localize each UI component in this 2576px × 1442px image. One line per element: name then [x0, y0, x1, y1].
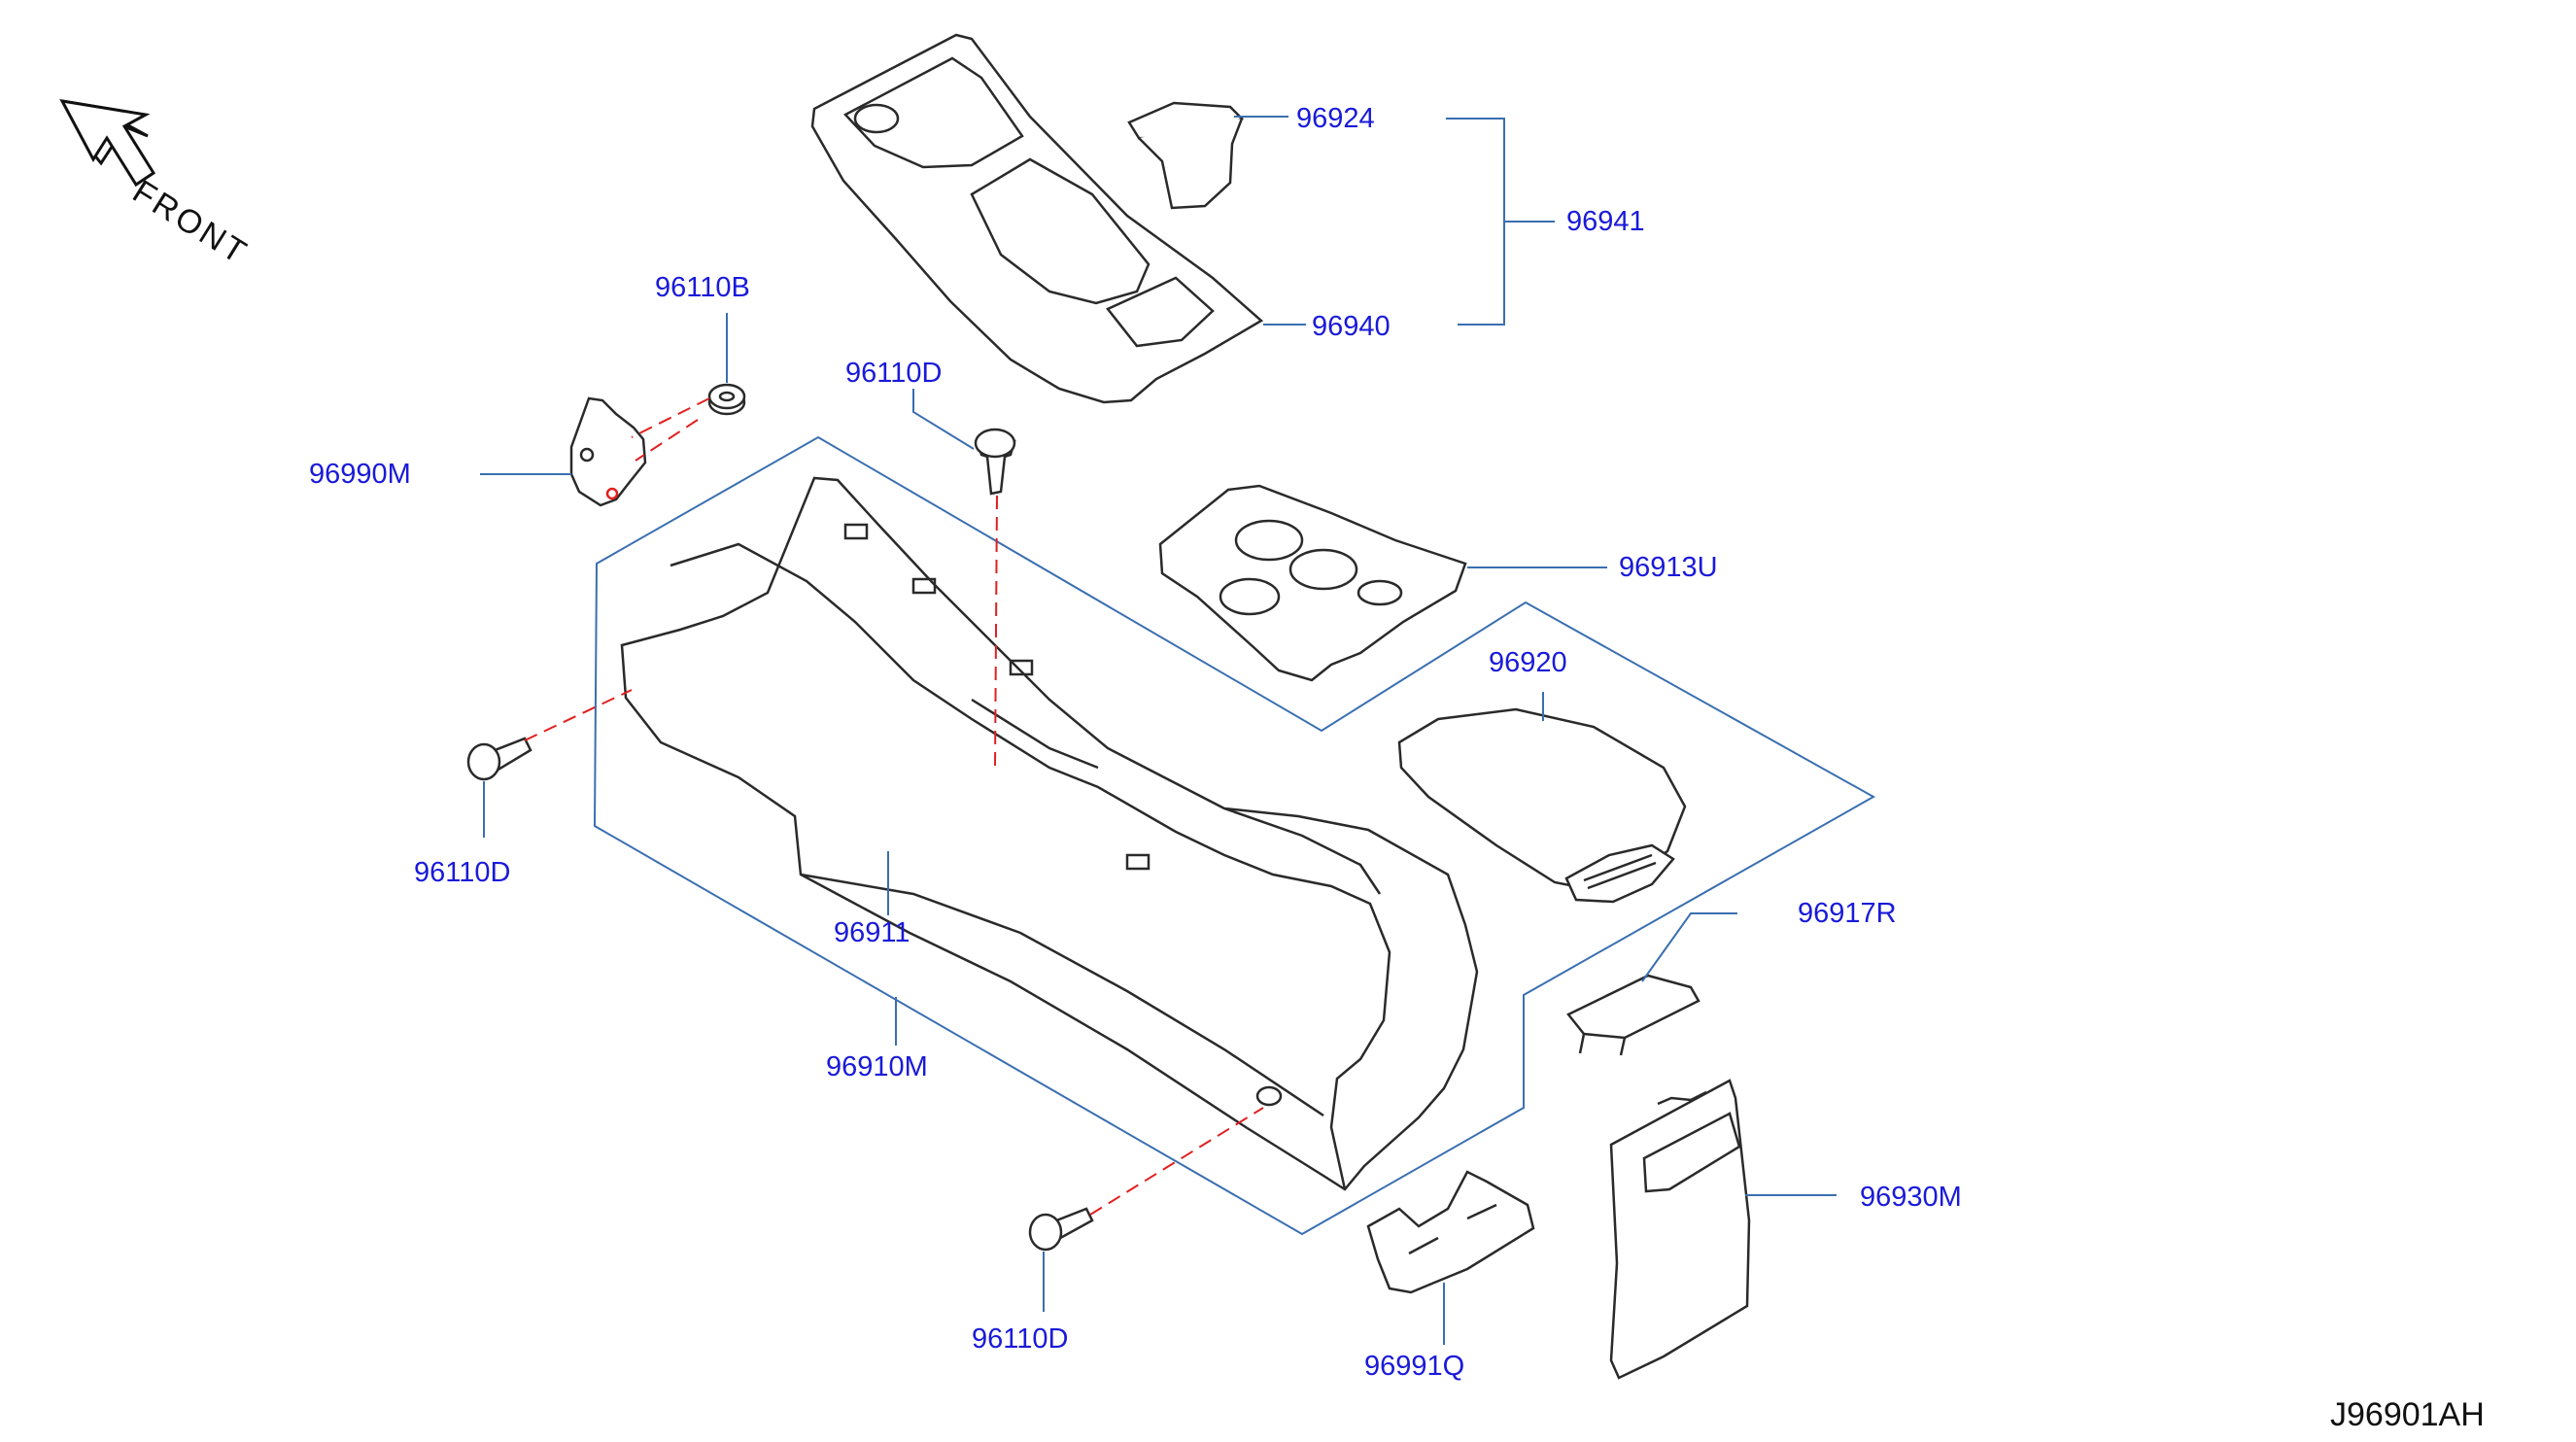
- label-96110b[interactable]: 96110B: [655, 272, 750, 303]
- group-bracket-96941: [1446, 118, 1555, 326]
- label-96913u[interactable]: 96913U: [1619, 552, 1718, 583]
- front-arrow-icon: [59, 99, 156, 188]
- cut-lines: [524, 397, 1264, 1216]
- part-96911-console-body[interactable]: [620, 476, 1479, 1191]
- part-96913u-cup-holder[interactable]: [1158, 484, 1467, 682]
- part-96940-finisher[interactable]: [810, 33, 1264, 404]
- label-96911[interactable]: 96911: [834, 917, 910, 948]
- part-96110d-clip-left[interactable]: [466, 737, 532, 781]
- label-96110d-bottom[interactable]: 96110D: [972, 1323, 1069, 1355]
- label-96924[interactable]: 96924: [1296, 103, 1375, 134]
- part-96990m-bracket[interactable]: [569, 396, 647, 507]
- label-96941[interactable]: 96941: [1566, 206, 1645, 237]
- label-96110d-left[interactable]: 96110D: [414, 857, 511, 888]
- part-96110d-clip-top[interactable]: [974, 428, 1016, 496]
- assembly-outline-96910m: [593, 435, 1876, 1236]
- part-96110d-clip-bottom[interactable]: [1028, 1207, 1094, 1252]
- part-96991q-bracket[interactable]: [1366, 1170, 1535, 1294]
- part-96930m-rear-finisher[interactable]: [1609, 1079, 1751, 1380]
- label-96920[interactable]: 96920: [1489, 647, 1567, 678]
- label-96917r[interactable]: 96917R: [1798, 898, 1897, 929]
- label-96991q[interactable]: 96991Q: [1364, 1351, 1465, 1382]
- part-96110b-nut[interactable]: [707, 383, 746, 416]
- part-96924-insert[interactable]: [1127, 101, 1245, 210]
- drawing-code: J96901AH: [2330, 1396, 2485, 1433]
- label-96940[interactable]: 96940: [1312, 311, 1391, 342]
- label-96910m[interactable]: 96910M: [826, 1051, 928, 1082]
- part-96920-lid[interactable]: [1397, 707, 1687, 904]
- label-96110d-top[interactable]: 96110D: [845, 358, 943, 389]
- label-96990m[interactable]: 96990M: [309, 459, 411, 490]
- label-96930m[interactable]: 96930M: [1860, 1182, 1962, 1213]
- part-96917r-hinge[interactable]: [1566, 974, 1700, 1056]
- leader-lines: [480, 116, 1837, 1345]
